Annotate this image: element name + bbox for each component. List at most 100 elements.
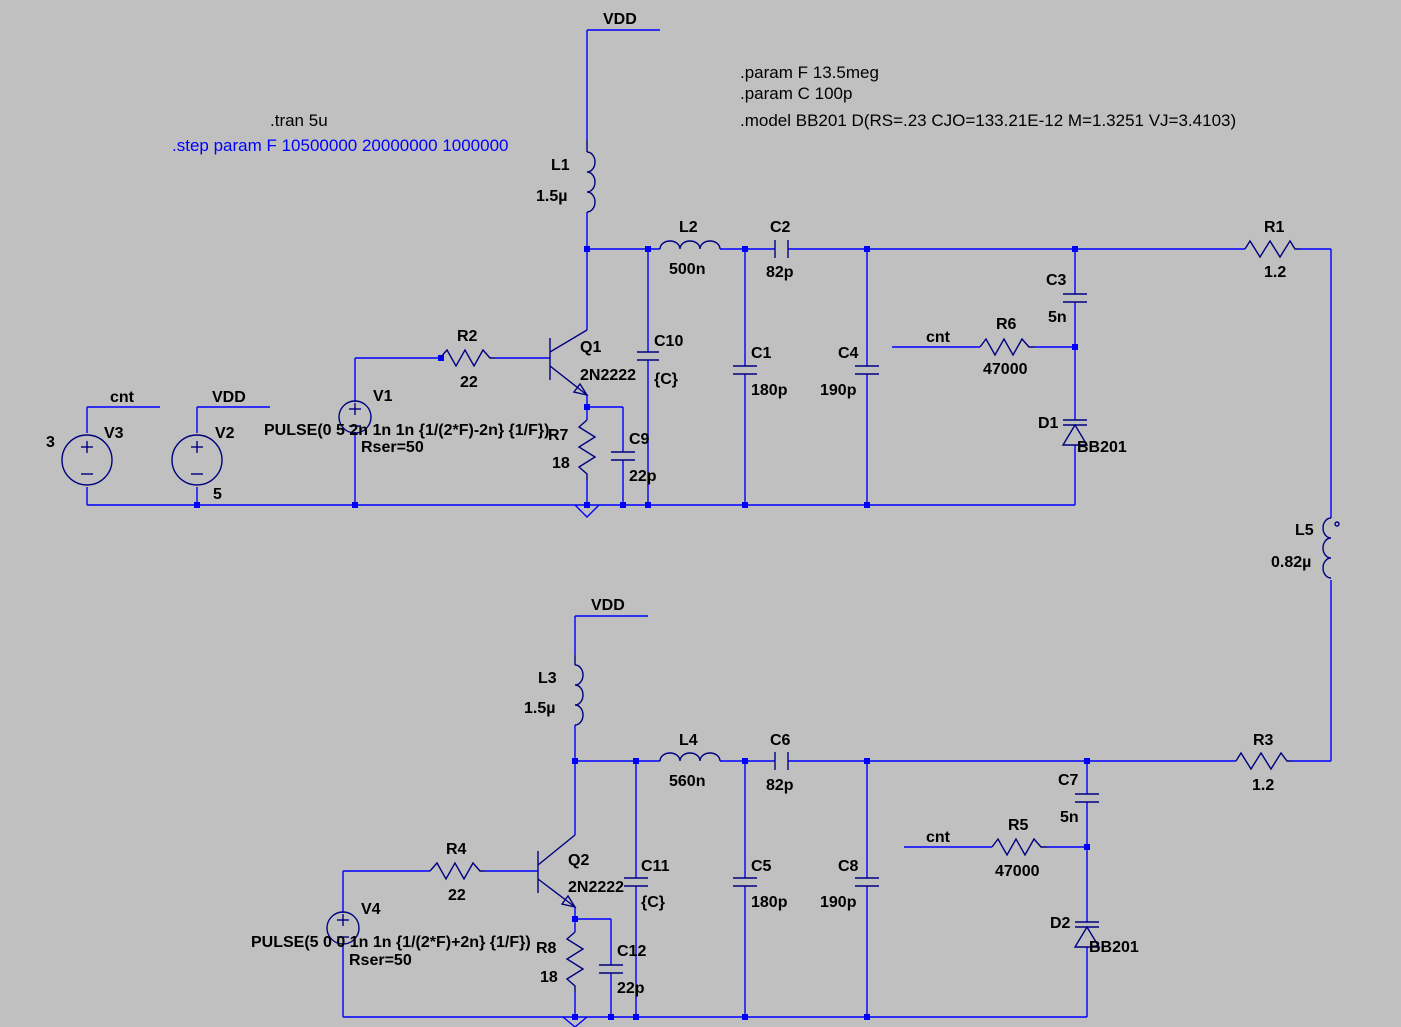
label-L3-name: L3: [538, 670, 557, 687]
label-C1-name: C1: [751, 345, 772, 362]
label-R2-name: R2: [457, 328, 478, 345]
resistor-R3[interactable]: [1235, 751, 1292, 771]
label-C4-name: C4: [838, 345, 859, 362]
capacitor-C9[interactable]: [611, 451, 635, 461]
diode-D1[interactable]: [1061, 419, 1089, 446]
label-L4-value: 560n: [669, 773, 705, 790]
label-R6-value: 47000: [983, 361, 1028, 378]
capacitor-C7[interactable]: [1075, 793, 1099, 803]
diode-D2[interactable]: [1073, 921, 1101, 948]
label-C9-name: C9: [629, 431, 650, 448]
label-R8-value: 18: [540, 969, 558, 986]
label-R7-name: R7: [548, 427, 569, 444]
capacitor-C11[interactable]: [624, 877, 648, 887]
label-R7-value: 18: [552, 455, 570, 472]
wires-top: [86, 29, 1332, 518]
label-D2-name: D2: [1050, 915, 1071, 932]
param-c-directive[interactable]: .param C 100p: [740, 84, 852, 103]
net-label-vdd-v2[interactable]: VDD: [212, 389, 246, 406]
resistor-R5[interactable]: [991, 837, 1047, 857]
net-label-vdd-bottom[interactable]: VDD: [591, 597, 625, 614]
label-R4-name: R4: [446, 841, 467, 858]
label-V4-value: PULSE(5 0 0 1n 1n {1/(2*F)+2n} {1/F}): [251, 934, 531, 951]
capacitor-C8[interactable]: [855, 877, 879, 887]
label-C12-name: C12: [617, 943, 646, 960]
capacitor-C2[interactable]: [774, 240, 789, 258]
label-R5-name: R5: [1008, 817, 1029, 834]
label-V4-extra: Rser=50: [349, 952, 412, 969]
label-R8-name: R8: [536, 940, 557, 957]
param-f-directive[interactable]: .param F 13.5meg: [740, 63, 879, 82]
capacitor-C1[interactable]: [733, 365, 757, 375]
label-V3-value: 3: [46, 434, 55, 451]
net-label-cnt-r5[interactable]: cnt: [926, 829, 951, 846]
capacitor-C6[interactable]: [774, 752, 789, 770]
label-C11-value: {C}: [641, 894, 665, 911]
label-R6-name: R6: [996, 316, 1017, 333]
voltage-source-V4[interactable]: [326, 911, 360, 945]
label-Q2-name: Q2: [568, 852, 589, 869]
label-V2-name: V2: [215, 425, 235, 442]
label-C4-value: 190p: [820, 382, 857, 399]
resistor-R6[interactable]: [979, 337, 1035, 357]
voltage-source-V3[interactable]: [61, 434, 113, 486]
label-C5-name: C5: [751, 858, 772, 875]
inductor-L3[interactable]: [574, 655, 584, 726]
capacitor-C4[interactable]: [855, 365, 879, 375]
inductor-L4[interactable]: [659, 752, 721, 762]
label-R3-name: R3: [1253, 732, 1274, 749]
label-R2-value: 22: [460, 374, 478, 391]
resistor-R4[interactable]: [429, 861, 485, 881]
resistor-R2[interactable]: [439, 348, 495, 368]
label-Q1-name: Q1: [580, 339, 601, 356]
net-label-cnt-r6[interactable]: cnt: [926, 329, 951, 346]
label-L2-value: 500n: [669, 261, 705, 278]
label-R3-value: 1.2: [1252, 777, 1274, 794]
label-L5-value: 0.82µ: [1271, 554, 1311, 571]
voltage-source-V2[interactable]: [171, 434, 223, 486]
label-C8-value: 190p: [820, 894, 857, 911]
label-C10-name: C10: [654, 333, 683, 350]
voltage-source-V1[interactable]: [338, 400, 372, 434]
capacitor-C5[interactable]: [733, 877, 757, 887]
inductor-L5[interactable]: [1322, 517, 1340, 579]
label-D1-value: BB201: [1077, 439, 1127, 456]
resistor-R8[interactable]: [565, 931, 585, 992]
transistor-Q2[interactable]: [537, 834, 577, 909]
label-C3-value: 5n: [1048, 309, 1067, 326]
label-L2-name: L2: [679, 219, 698, 236]
tran-directive[interactable]: .tran 5u: [270, 111, 328, 130]
label-C7-value: 5n: [1060, 809, 1079, 826]
label-D2-value: BB201: [1089, 939, 1139, 956]
net-label-cnt-v3[interactable]: cnt: [110, 389, 135, 406]
label-R5-value: 47000: [995, 863, 1040, 880]
label-C9-value: 22p: [629, 468, 657, 485]
label-V1-extra: Rser=50: [361, 439, 424, 456]
label-V1-value: PULSE(0 5 2n 1n 1n {1/(2*F)-2n} {1/F}): [264, 422, 549, 439]
transistor-Q1[interactable]: [549, 329, 589, 397]
capacitor-C12[interactable]: [599, 964, 623, 974]
label-L5-name: L5: [1295, 522, 1314, 539]
label-C6-name: C6: [770, 732, 791, 749]
inductor-L2[interactable]: [659, 240, 721, 250]
label-C2-name: C2: [770, 219, 791, 236]
step-directive[interactable]: .step param F 10500000 20000000 1000000: [172, 136, 509, 155]
label-R1-value: 1.2: [1264, 264, 1286, 281]
junction-dots: [194, 246, 1090, 1020]
model-directive[interactable]: .model BB201 D(RS=.23 CJO=133.21E-12 M=1…: [740, 111, 1236, 130]
label-C12-value: 22p: [617, 980, 645, 997]
inductor-L1[interactable]: [586, 140, 596, 213]
label-C2-value: 82p: [766, 264, 794, 281]
label-R4-value: 22: [448, 887, 466, 904]
net-label-vdd-top[interactable]: VDD: [603, 11, 637, 28]
capacitor-C3[interactable]: [1063, 293, 1087, 303]
label-C11-name: C11: [641, 858, 670, 875]
wires-bottom: [342, 505, 1332, 1027]
resistor-R7[interactable]: [577, 419, 597, 480]
capacitor-C10[interactable]: [637, 351, 659, 361]
label-C6-value: 82p: [766, 777, 794, 794]
label-V4-name: V4: [361, 901, 381, 918]
resistor-R1[interactable]: [1244, 239, 1300, 259]
